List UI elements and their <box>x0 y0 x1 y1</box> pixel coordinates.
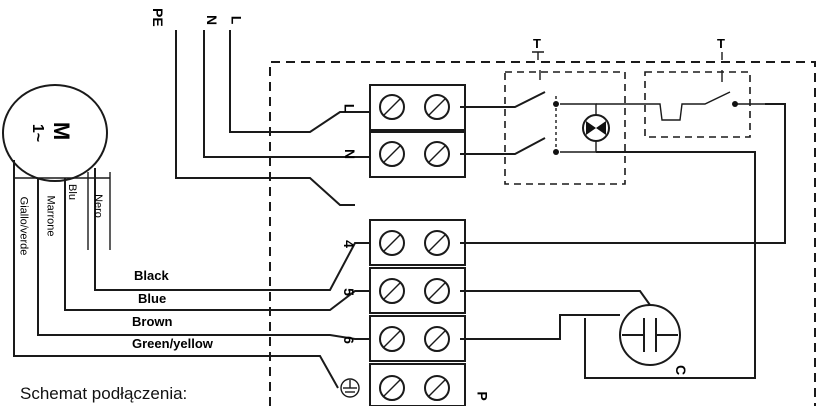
wire-l <box>229 30 370 133</box>
enclosure-outline <box>269 61 816 406</box>
wire-label-green-yellow: Green/yellow <box>132 336 213 351</box>
motor-wire-marrone: Marrone <box>44 195 57 237</box>
thermostat-mark-1: T <box>533 36 541 51</box>
motor-letter: M <box>49 121 75 141</box>
terminal-label-6: 6 <box>340 336 357 344</box>
motor-icon <box>2 84 108 182</box>
wire-n <box>203 30 370 158</box>
terminal-label-p: P <box>474 391 491 401</box>
wire-n-return <box>584 151 756 379</box>
indicator-lamp-icon <box>582 114 610 142</box>
thermostat-mark-2: T <box>717 36 725 51</box>
capacitor-icon <box>619 304 681 366</box>
wire-label-blue: Blue <box>138 291 167 306</box>
wire-label-black: Black <box>134 268 169 283</box>
terminal-label-4: 4 <box>340 240 357 248</box>
wire-l-out <box>460 91 546 108</box>
wire-return <box>460 103 786 244</box>
capacitor-label: C <box>673 364 690 376</box>
terminal-screws <box>379 94 450 401</box>
supply-label-l: L <box>228 15 245 25</box>
wire-label-brown: Brown <box>132 314 173 329</box>
thermostat-box-1 <box>504 71 626 185</box>
motor-wire-giallo-verde: Giallo/verde <box>17 196 30 256</box>
terminal-label-5: 5 <box>340 288 357 296</box>
wire-pe <box>175 30 355 206</box>
supply-label-n: N <box>204 14 221 26</box>
diagram-title: Schemat podłączenia: <box>20 384 188 403</box>
earth-terminal-icon <box>340 378 360 398</box>
terminal-label-n: N <box>342 148 359 160</box>
motor-symbol: 1~ <box>29 123 47 143</box>
motor-wire-blu: Blu <box>65 184 78 200</box>
motor-wire-nero: Nero <box>91 194 104 218</box>
wire-n-out <box>460 137 546 155</box>
supply-label-pe: PE <box>150 8 166 27</box>
terminal-label-l: L <box>341 103 358 113</box>
